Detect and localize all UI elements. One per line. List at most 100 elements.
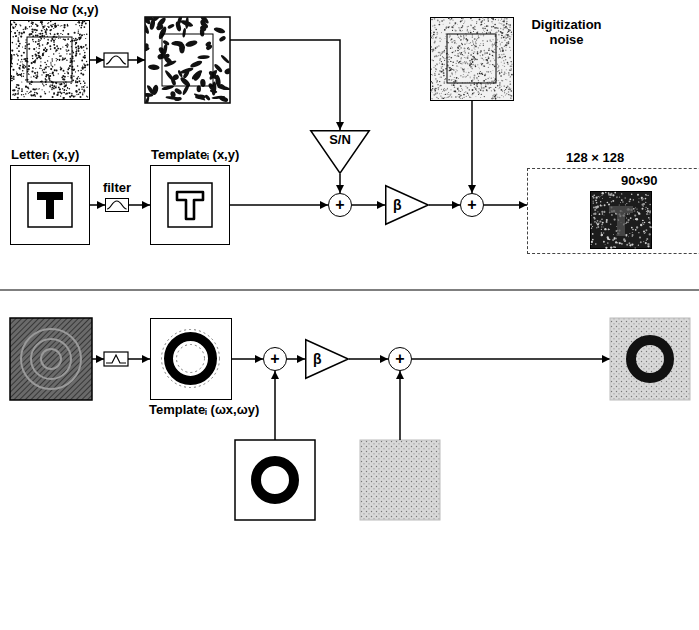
noise-dot [591,241,593,243]
noise-dot [21,55,23,57]
noise-dot [39,33,41,35]
noise-dot [50,63,51,64]
noise-dot [40,38,42,40]
noise-dot [25,26,27,28]
noise-dot [54,34,56,36]
noise-dot [498,57,499,58]
noise-dot [608,194,610,196]
noise-dot [494,42,495,43]
noise-dot [57,92,59,94]
noise-dot [55,69,57,71]
noise-dot [32,94,34,96]
noise-dot [435,78,436,79]
noise-dot [60,69,62,71]
noise-dot [452,27,454,29]
noise-dot [497,64,498,65]
noise-dot [54,47,56,49]
noise-dot [510,76,511,77]
noise-dot [83,63,84,64]
noise-dot [456,92,458,94]
noise-dot [472,36,473,37]
noise-dot [509,27,510,28]
noise-dot [451,73,452,74]
noise-dot [467,87,469,89]
noise-dot [38,41,39,42]
noise-dot [431,92,433,94]
noise-dot [492,19,493,20]
noise-dot [635,229,637,231]
noise-dot [462,76,463,77]
noise-dot [43,85,45,87]
noise-dot [464,50,465,51]
noise-dot [497,67,498,68]
noise-dot [32,55,34,57]
noise-dot [480,51,482,53]
noise-dot [631,227,633,229]
noise-dot [499,84,500,85]
noise-dot [458,94,459,95]
noise-dot [58,73,59,74]
noise-dot [604,204,606,206]
noise-dot [467,75,469,77]
noise-dot [444,29,446,31]
noise-dot [432,88,433,89]
noise-dot [625,223,626,224]
noise-dot [485,57,486,58]
noise-dot [485,79,486,80]
noise-dot [84,52,86,54]
noise-dot [479,73,481,75]
noise-dot [594,218,596,220]
noise-dot [635,247,636,248]
noise-dot [629,242,631,244]
noise-dot [81,22,83,24]
noise-dot [438,89,439,90]
connector [349,358,388,360]
noise-dot [590,224,592,226]
noise-dot [456,65,457,66]
noise-dot [82,66,83,67]
noise-dot [42,54,43,55]
noise-dot [501,42,502,43]
noise-blob [145,93,153,97]
noise-dot [458,37,460,39]
noise-dot [501,89,503,91]
noise-dot [43,49,45,51]
noise-dot [638,198,640,200]
noise-dot [75,24,76,25]
arrow-line [128,59,145,61]
noise-dot [471,81,473,83]
noise-dot [456,43,458,45]
noise-dot [476,85,478,87]
noise-dot [67,24,68,25]
noise-dot [50,48,52,50]
noise-dot [23,52,25,54]
noise-dot [50,64,51,65]
noise-dot [32,31,34,33]
noise-dot [460,67,461,68]
noise-dot [86,61,87,62]
noise-dot [455,30,456,31]
noise-dot [448,26,450,28]
noise-dot [42,83,43,84]
noise-dot [604,228,606,230]
noise-dot [471,59,473,61]
noise-dot [42,69,43,70]
noise-dot [619,242,621,244]
noise-dot [457,53,459,55]
noise-dot [41,24,42,25]
noise-dot [45,33,47,35]
noise-dot [494,90,496,92]
noise-dot [36,75,38,77]
noise-dot [453,79,454,80]
noise-dot [18,74,20,76]
noise-dot [494,24,496,26]
noise-dot [455,81,457,83]
noise-dot [431,35,433,37]
node-label: 128 × 128 [566,151,624,166]
noise-dot [595,197,597,199]
noise-dot [25,85,27,87]
noise-dot [12,94,13,95]
inner-square [162,34,213,86]
noise-dot [455,55,456,56]
noise-dot [492,55,494,57]
